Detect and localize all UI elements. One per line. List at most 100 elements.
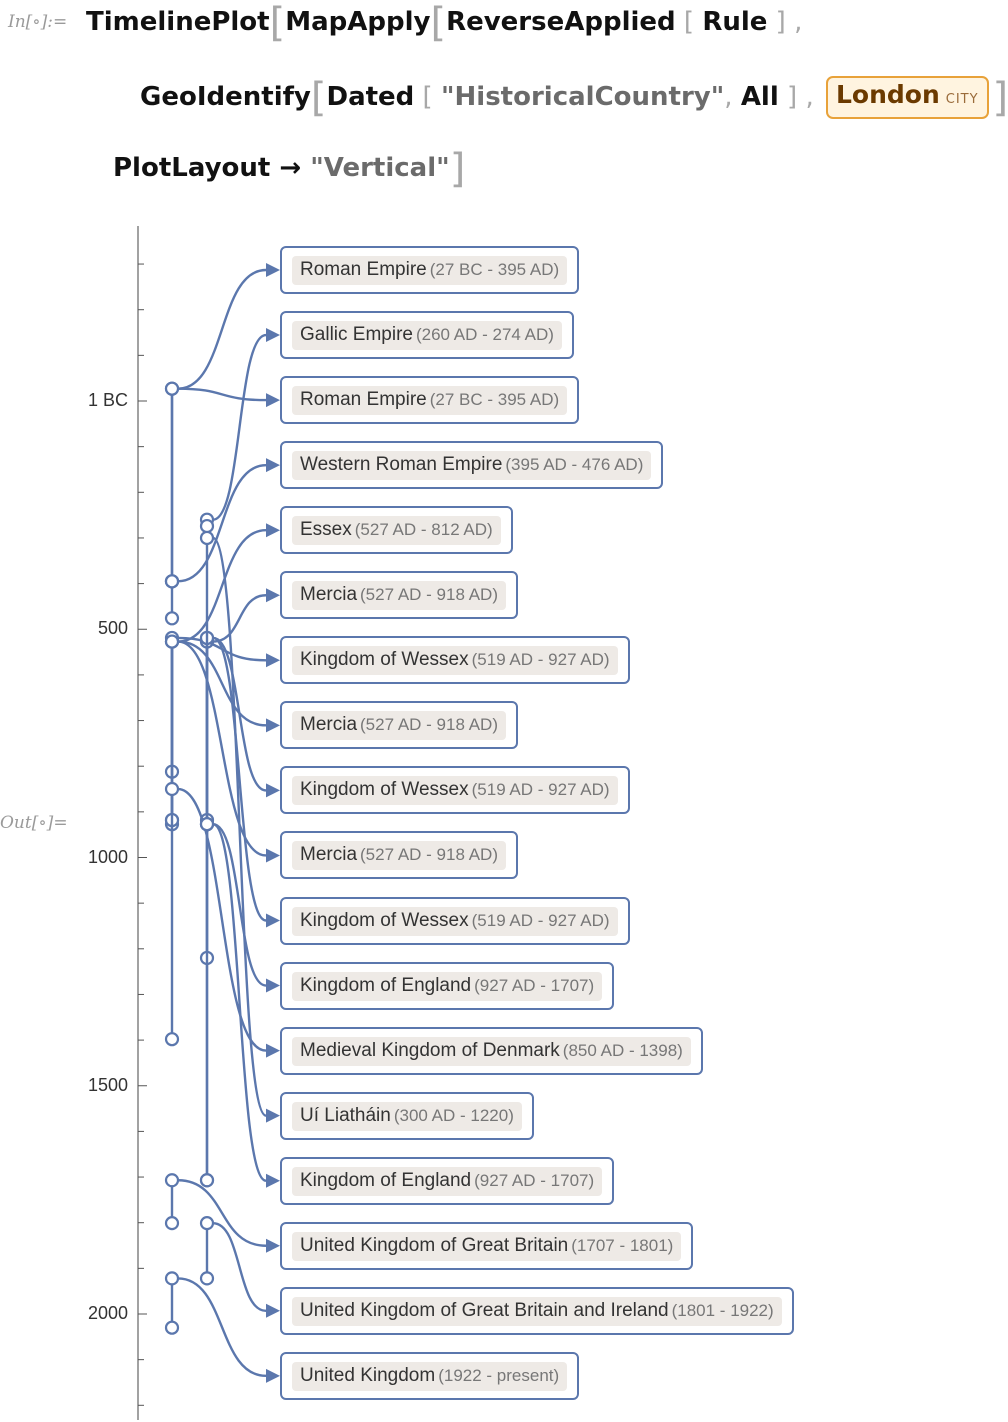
event-arrow — [266, 263, 280, 277]
event-connector — [177, 1277, 267, 1378]
event-connector — [177, 529, 267, 643]
event-label-box[interactable]: Roman Empire(27 BC - 395 AD) — [280, 246, 580, 294]
event-arrow — [266, 913, 280, 928]
event-start-marker — [164, 1271, 180, 1286]
event-connector — [211, 536, 268, 1117]
axis-tick-label: 500 — [97, 618, 128, 639]
output-cell-label: Out[∘]= — [0, 813, 68, 833]
event-connector — [212, 822, 267, 987]
code-token: TimelinePlot — [86, 7, 270, 37]
event-connector — [212, 822, 267, 1182]
event-name: Kingdom of Wessex — [300, 779, 469, 800]
event-label: Western Roman Empire(395 AD - 476 AD) — [292, 451, 652, 480]
event-label-box[interactable]: Medieval Kingdom of Denmark(850 AD - 139… — [280, 1027, 703, 1075]
event-label-box[interactable]: Kingdom of Wessex(519 AD - 927 AD) — [280, 636, 630, 684]
input-line-1[interactable]: TimelinePlot[MapApply[ReverseApplied [ R… — [86, 2, 802, 43]
axis-tick-label: 2000 — [87, 1303, 128, 1323]
code-token: [ — [310, 75, 327, 121]
event-name: Western Roman Empire — [300, 454, 503, 475]
event-date-range: (27 BC - 395 AD) — [429, 390, 560, 409]
code-token: Rule — [702, 7, 768, 37]
event-start-marker — [164, 781, 180, 797]
code-token: → — [270, 153, 311, 183]
event-connector — [212, 333, 267, 521]
event-arrow — [266, 978, 280, 993]
event-start-marker — [164, 574, 180, 589]
code-token: All — [740, 82, 779, 112]
code-token: "Vertical" — [310, 153, 450, 183]
code-token: ] , — [767, 7, 803, 37]
event-label-box[interactable]: Mercia(527 AD - 918 AD) — [280, 701, 518, 749]
event-connector — [212, 636, 267, 792]
event-label-box[interactable]: Mercia(527 AD - 918 AD) — [280, 831, 518, 879]
event-label-box[interactable]: United Kingdom of Great Britain and Irel… — [280, 1287, 794, 1335]
event-arrow — [266, 458, 280, 473]
event-end-marker — [199, 1271, 215, 1286]
event-label-box[interactable]: Kingdom of England(927 AD - 1707) — [280, 1157, 615, 1205]
event-date-range: (519 AD - 927 AD) — [471, 780, 610, 799]
event-connector — [177, 640, 267, 727]
event-name: Mercia — [300, 844, 358, 865]
event-label: Kingdom of Wessex(519 AD - 927 AD) — [292, 907, 618, 936]
code-token: ]] — [992, 75, 1008, 121]
event-arrow — [266, 1043, 280, 1058]
event-label-box[interactable]: Western Roman Empire(395 AD - 476 AD) — [280, 441, 664, 489]
code-token: [ — [414, 82, 441, 112]
code-token: [ — [675, 7, 703, 37]
event-label: United Kingdom(1922 - present) — [292, 1362, 568, 1391]
event-arrow — [266, 1238, 280, 1253]
event-date-range: (850 AD - 1398) — [562, 1041, 683, 1060]
event-arrow — [266, 1368, 280, 1383]
event-arrow — [266, 783, 280, 798]
event-arrow — [266, 718, 280, 733]
event-label: Kingdom of England(927 AD - 1707) — [292, 972, 603, 1001]
code-token: GeoIdentify — [140, 82, 311, 112]
event-name: Kingdom of Wessex — [300, 649, 469, 670]
event-name: United Kingdom of Great Britain — [300, 1235, 569, 1256]
event-label-box[interactable]: Roman Empire(27 BC - 395 AD) — [280, 376, 580, 424]
event-label-box[interactable]: Gallic Empire(260 AD - 274 AD) — [280, 311, 574, 359]
event-end-marker — [199, 1173, 215, 1188]
code-token: ] , — [778, 82, 822, 112]
event-connector — [177, 640, 267, 857]
event-date-range: (527 AD - 918 AD) — [360, 585, 498, 604]
event-end-marker — [199, 518, 215, 534]
input-cell-label: In[∘]:= — [8, 12, 68, 32]
input-line-2[interactable]: GeoIdentify[Dated [ "HistoricalCountry",… — [140, 76, 1008, 119]
event-label: Uí Liatháin(300 AD - 1220) — [292, 1102, 522, 1131]
event-label-box[interactable]: United Kingdom of Great Britain(1707 - 1… — [280, 1222, 694, 1270]
event-arrow — [266, 1173, 280, 1188]
event-date-range: (519 AD - 927 AD) — [471, 650, 610, 669]
event-name: Mercia — [300, 584, 358, 605]
event-arrow — [266, 1108, 280, 1123]
event-label-box[interactable]: Uí Liatháin(300 AD - 1220) — [280, 1092, 534, 1140]
event-label: Mercia(527 AD - 918 AD) — [292, 841, 506, 870]
event-label: Kingdom of Wessex(519 AD - 927 AD) — [292, 646, 618, 675]
code-token: PlotLayout — [113, 153, 271, 183]
event-start-marker — [164, 1173, 180, 1188]
code-token: ReverseApplied — [446, 7, 676, 37]
event-label-box[interactable]: United Kingdom(1922 - present) — [280, 1352, 580, 1400]
event-name: Mercia — [300, 714, 358, 735]
input-line-3[interactable]: PlotLayout → "Vertical"] — [113, 148, 465, 189]
event-label-box[interactable]: Kingdom of Wessex(519 AD - 927 AD) — [280, 766, 630, 814]
event-end-marker — [164, 1216, 180, 1231]
event-connector — [212, 1221, 267, 1312]
event-end-marker — [164, 1320, 180, 1335]
event-label-box[interactable]: Kingdom of England(927 AD - 1707) — [280, 962, 615, 1010]
event-label-box[interactable]: Kingdom of Wessex(519 AD - 927 AD) — [280, 897, 630, 945]
event-label-box[interactable]: Mercia(527 AD - 918 AD) — [280, 571, 518, 619]
code-token: ] — [449, 146, 466, 192]
event-arrow — [266, 393, 280, 408]
axis-tick-label: 1 BC — [87, 390, 128, 410]
event-label: Roman Empire(27 BC - 395 AD) — [292, 256, 568, 285]
event-name: Kingdom of Wessex — [300, 910, 469, 931]
event-date-range: (519 AD - 927 AD) — [471, 911, 610, 930]
event-name: Roman Empire — [300, 389, 427, 410]
axis-tick-label: 1000 — [87, 846, 128, 867]
event-label-box[interactable]: Essex(527 AD - 812 AD) — [280, 506, 513, 554]
event-label: United Kingdom of Great Britain and Irel… — [292, 1297, 782, 1326]
event-connector — [177, 1179, 267, 1247]
